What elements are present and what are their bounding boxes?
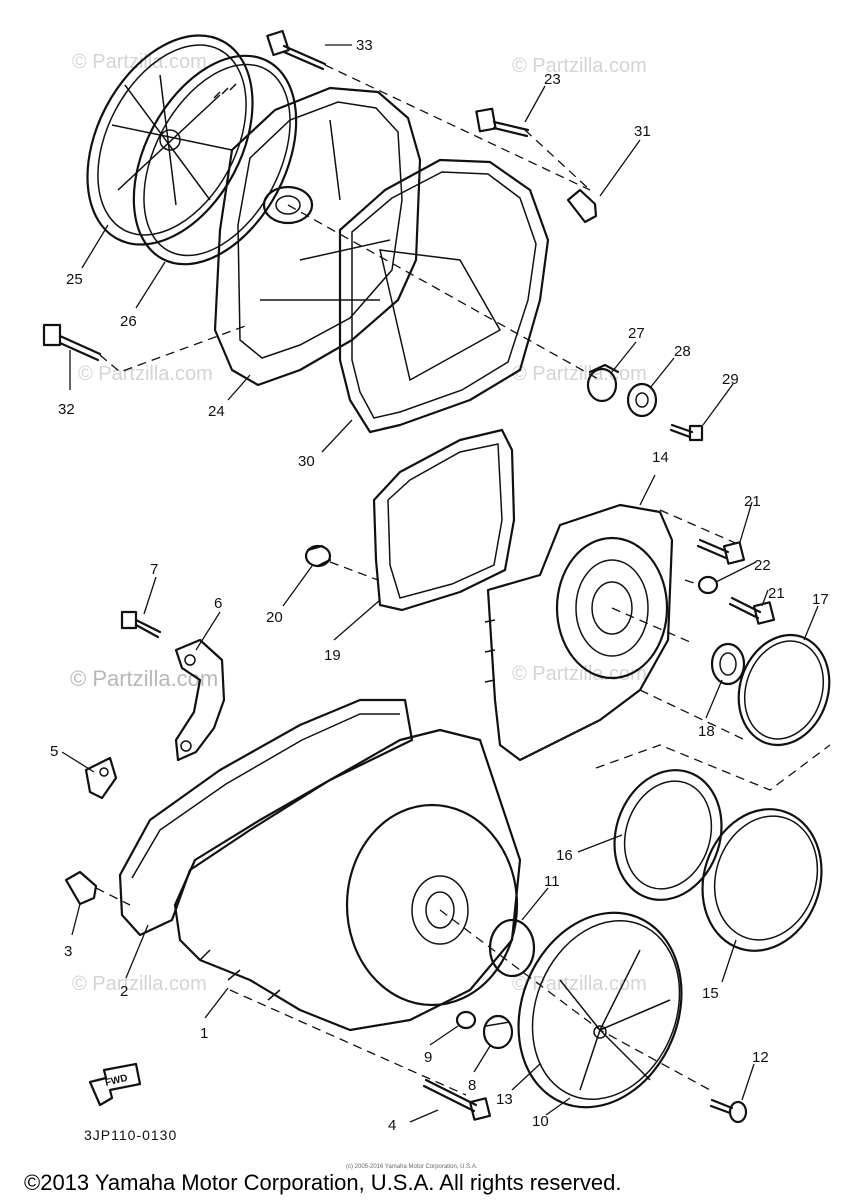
part-label: 9 [424,1049,432,1066]
assembly-line [229,989,467,1096]
part-label: 24 [208,403,225,420]
assembly-line [99,324,249,373]
part-label: 26 [120,313,137,330]
part-label: 5 [50,743,58,760]
part-4-bolt [422,1078,492,1121]
part-label: 20 [266,609,283,626]
part-label: 22 [754,557,771,574]
part-label: 6 [214,595,222,612]
part-28-seal [626,382,658,418]
part-6-bracket [174,638,226,762]
part-label: 25 [66,271,83,288]
assembly-line [639,689,746,741]
part-label: 29 [722,371,739,388]
part-label: 19 [324,647,341,664]
part-21-bolt [728,596,776,625]
assembly-line [684,579,701,586]
part-9-o-ring [455,1010,477,1030]
assembly-line [595,744,831,791]
part-3-dowel [64,870,98,906]
assembly-line [439,909,711,1091]
part-label: 27 [628,325,645,342]
part-label: 18 [698,723,715,740]
assembly-line [524,129,591,191]
part-label: 3 [64,943,72,960]
watermark: © Partzilla.com [78,363,213,385]
part-label: 13 [496,1091,513,1108]
copyright-notice: ©2013 Yamaha Motor Corporation, U.S.A. A… [24,1170,621,1195]
watermark: © Partzilla.com [512,973,647,995]
part-label: 31 [634,123,651,140]
part-24-cover-housing [213,86,422,387]
part-label: 32 [58,401,75,418]
part-15-cap [701,808,823,952]
part-label: 30 [298,453,315,470]
part-label: 10 [532,1113,549,1130]
diagram-code: 3JP110-0130 [84,1127,177,1143]
part-14-crankcase-cover [484,503,674,762]
part-label: 7 [150,561,158,578]
part-label: 21 [744,493,761,510]
part-12-screw [709,1098,748,1124]
fwd-label: FWD [104,1073,129,1089]
part-label: 17 [812,591,829,608]
part-label: 15 [702,985,719,1002]
part-29-screw [669,423,704,442]
part-32-bolt [42,323,102,362]
watermark: © Partzilla.com [72,973,207,995]
part-18-seal [710,642,746,686]
part-23-bolt [475,107,530,138]
watermark: © Partzilla.com [512,55,647,77]
assembly-line [611,607,691,643]
part-label: 4 [388,1117,396,1134]
part-26-gasket [132,54,298,266]
part-25-outer-cover [86,34,254,246]
part-5-clip [84,756,118,800]
small-print: (c) 2005-2016 Yamaha Motor Corporation, … [346,1164,478,1170]
part-21-bolt [696,538,746,565]
assembly-line [95,887,131,906]
assembly-line [287,204,601,381]
part-7-bolt [120,610,162,639]
part-label: 16 [556,847,573,864]
part-19-gasket [372,428,516,612]
part-31-dowel [566,188,598,224]
part-16-ring [613,769,723,901]
part-11-o-ring [488,918,536,978]
part-17-snap-ring [737,633,831,747]
watermark: © Partzilla.com [512,663,647,685]
assembly-line [329,561,379,581]
part-label: 11 [544,873,560,890]
part-8-plug [482,1014,514,1050]
part-label: 2 [120,983,128,1000]
part-label: 28 [674,343,691,360]
part-1-crankcase-cover [173,728,522,1032]
fwd-arrow-icon: FWD [88,1062,142,1107]
part-labels: 33 23 31 25 26 27 28 29 32 24 30 14 21 2… [50,37,829,1134]
part-label: 12 [752,1049,769,1066]
part-22-o-ring [697,575,719,595]
leader-lines [61,44,819,1123]
part-33-bolt [266,29,327,71]
part-20-dowel [304,544,332,568]
part-label: 8 [468,1077,476,1094]
part-label: 23 [544,71,561,88]
part-label: 33 [356,37,373,54]
watermarks: © Partzilla.com © Partzilla.com © Partzi… [70,51,647,995]
watermark: © Partzilla.com [70,666,218,691]
part-label: 21 [768,585,785,602]
assembly-line [324,64,591,191]
part-label: 14 [652,449,669,466]
watermark: © Partzilla.com [512,363,647,385]
part-30-gasket [338,158,550,434]
part-label: 1 [200,1025,208,1042]
